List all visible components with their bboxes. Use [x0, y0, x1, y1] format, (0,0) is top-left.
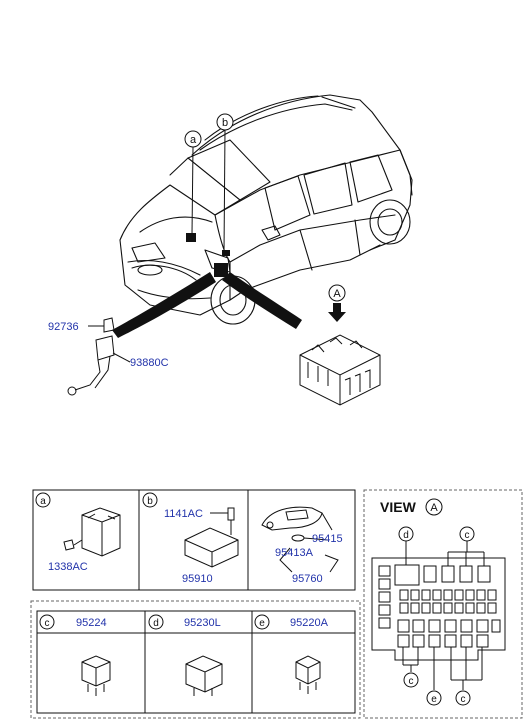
view-a-marker: [328, 284, 346, 322]
relay-c-callout: [39, 614, 55, 630]
part-number-95415: 95415: [312, 533, 343, 545]
view-d-label: d: [403, 530, 409, 541]
part-number-95224: 95224: [76, 617, 107, 629]
sensor-93880C-illustration: [67, 317, 131, 396]
part-number-95760: 95760: [292, 573, 323, 585]
view-d-callout: [398, 526, 414, 542]
leader-swoosh-bands: [112, 272, 302, 338]
control-module-illustration: [184, 507, 239, 568]
view-c-right-callout: [455, 690, 471, 706]
cell-b-label: b: [147, 496, 153, 507]
part-number-92736: 92736: [48, 321, 79, 333]
relay-panel-frame: [30, 600, 361, 719]
junction-box-illustration: [299, 334, 381, 406]
relay-e-label: e: [259, 618, 265, 629]
relay-95220A-illustration: [295, 655, 321, 694]
cell-a-callout: [35, 492, 51, 508]
view-c-left-label: c: [409, 676, 414, 687]
part-number-1338AC: 1338AC: [48, 561, 88, 573]
view-a-leader-lines: [402, 541, 485, 690]
callout-b-label: b: [222, 117, 228, 129]
view-a-title-circle: [425, 498, 443, 516]
fuse-box-face: [371, 557, 506, 661]
view-a-ref-label: A: [333, 288, 341, 300]
part-number-95230L: 95230L: [184, 617, 221, 629]
part-number-1141AC: 1141AC: [164, 508, 203, 520]
smart-key-illustration: [261, 506, 339, 573]
callout-a-circle: [184, 130, 202, 148]
sensor-unit-illustration: [63, 507, 121, 557]
relay-d-label: d: [153, 618, 159, 629]
relay-95224-illustration: [81, 655, 111, 696]
view-c-left-callout: [403, 672, 419, 688]
callout-b-circle: [216, 113, 234, 131]
relay-d-callout: [148, 614, 164, 630]
relay-95230L-illustration: [185, 655, 223, 696]
cell-a-label: a: [40, 496, 46, 507]
relay-c-label: c: [45, 618, 50, 629]
view-c-right-label: c: [461, 694, 466, 705]
view-c-top-callout: [459, 526, 475, 542]
view-c-top-label: c: [465, 530, 470, 541]
panel-top-left-frame: [32, 489, 356, 591]
view-e-callout: [426, 690, 442, 706]
view-a-title: VIEW: [380, 499, 417, 515]
airbag-sensor-marker: [186, 233, 230, 277]
callout-leader-lines: [191, 129, 226, 253]
part-number-95413A: 95413A: [275, 547, 314, 559]
part-number-93880C: 93880C: [130, 357, 169, 369]
view-a-panel-frame: [363, 489, 523, 719]
view-e-label: e: [431, 694, 437, 705]
part-number-95910: 95910: [182, 573, 213, 585]
callout-a-label: a: [190, 134, 197, 146]
relay-e-callout: [254, 614, 270, 630]
vehicle-illustration: [119, 94, 413, 325]
part-number-95220A: 95220A: [290, 617, 329, 629]
relay-panel-grid: [36, 610, 356, 714]
cell-b-callout: [142, 492, 158, 508]
view-a-title-ref: A: [430, 502, 438, 514]
